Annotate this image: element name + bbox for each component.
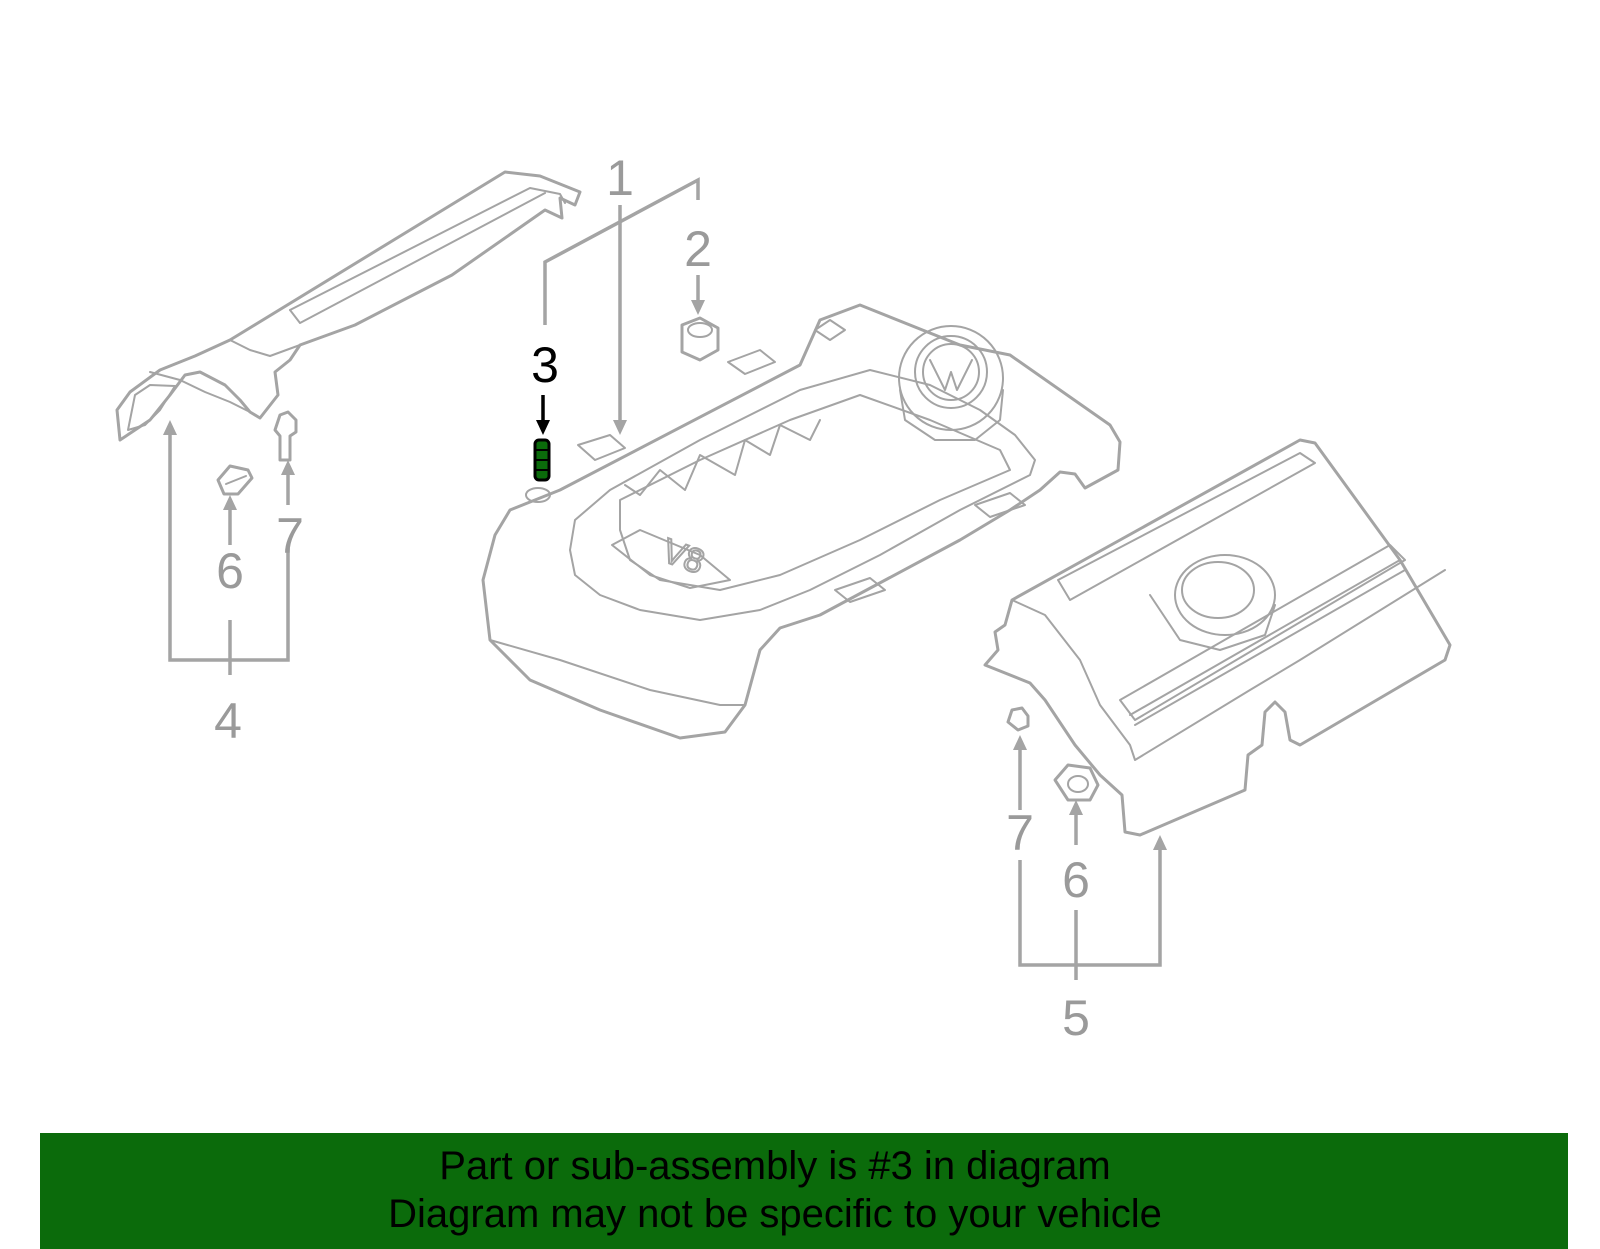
clip-part-6-right[interactable]	[1053, 763, 1100, 802]
callout-5: 5	[1062, 990, 1090, 1046]
bolt-part-3[interactable]	[533, 438, 551, 482]
callout-7-left: 7	[276, 508, 304, 564]
callout-1: 1	[606, 150, 634, 206]
clip-part-6-left[interactable]	[216, 464, 254, 496]
callout-4: 4	[214, 693, 242, 749]
info-banner: Part or sub-assembly is #3 in diagram Di…	[40, 1133, 1568, 1249]
callout-6-left: 6	[216, 543, 244, 599]
left-cover-trim-part[interactable]	[115, 170, 582, 442]
callout-7-right: 7	[1006, 805, 1034, 861]
stud-part-7-right[interactable]	[1006, 706, 1030, 732]
center-cover-part[interactable]: V8	[481, 303, 1122, 740]
callout-6-right: 6	[1062, 852, 1090, 908]
leader-lines	[163, 177, 1167, 980]
callout-2: 2	[684, 221, 712, 277]
right-cover-part[interactable]	[983, 438, 1452, 837]
stud-part-7-left[interactable]	[273, 410, 298, 462]
grommet-part-2[interactable]	[680, 316, 720, 362]
banner-line-part-reference: Part or sub-assembly is #3 in diagram	[439, 1144, 1111, 1188]
callout-3: 3	[531, 337, 559, 393]
banner-line-disclaimer: Diagram may not be specific to your vehi…	[388, 1192, 1162, 1236]
v8-emblem-text: V8	[657, 532, 709, 582]
